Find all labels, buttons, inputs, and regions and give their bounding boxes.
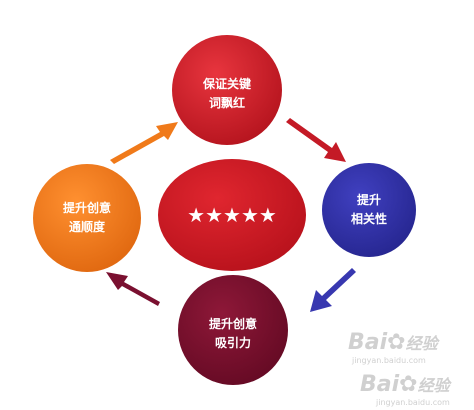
watermark-suffix: 经验 bbox=[405, 334, 438, 353]
watermark-brand: Bai bbox=[348, 330, 388, 355]
node-right-line2: 相关性 bbox=[351, 211, 387, 226]
node-right-line1: 提升 bbox=[357, 192, 381, 207]
center-stars: ★★★★★ bbox=[187, 203, 277, 227]
watermark-url: jingyan.baidu.com bbox=[352, 356, 426, 365]
node-left-line2: 通顺度 bbox=[69, 219, 106, 234]
paw-icon-2: ✿ bbox=[399, 372, 418, 397]
paw-icon: ✿ bbox=[387, 330, 406, 355]
node-bottom-circle bbox=[178, 275, 288, 385]
watermark-lower: Bai✿经验 bbox=[360, 372, 450, 397]
node-bottom-line1: 提升创意 bbox=[209, 316, 257, 331]
arrow-bottom-to-left bbox=[106, 272, 160, 306]
node-top-circle bbox=[172, 35, 282, 145]
arrow-top-to-right bbox=[286, 118, 346, 162]
watermark-upper: Bai✿经验 bbox=[348, 330, 438, 355]
watermark-brand-2: Bai bbox=[360, 372, 400, 397]
watermark-url-upper: jingyan.baidu.com bbox=[352, 356, 426, 365]
arrow-left-to-top bbox=[110, 122, 178, 164]
node-top-line1: 保证关键 bbox=[202, 76, 251, 91]
arrow-right-to-bottom bbox=[310, 268, 356, 312]
watermark-url-2: jingyan.baidu.com bbox=[376, 398, 450, 407]
watermark-url-lower: jingyan.baidu.com bbox=[376, 398, 450, 407]
node-right-circle bbox=[322, 163, 416, 257]
node-bottom-line2: 吸引力 bbox=[215, 335, 251, 350]
node-top-line2: 词飘红 bbox=[209, 95, 245, 110]
center-ellipse bbox=[158, 159, 306, 271]
node-left-circle bbox=[33, 164, 141, 272]
watermark-suffix-2: 经验 bbox=[417, 376, 450, 395]
node-left-line1: 提升创意 bbox=[63, 200, 111, 215]
